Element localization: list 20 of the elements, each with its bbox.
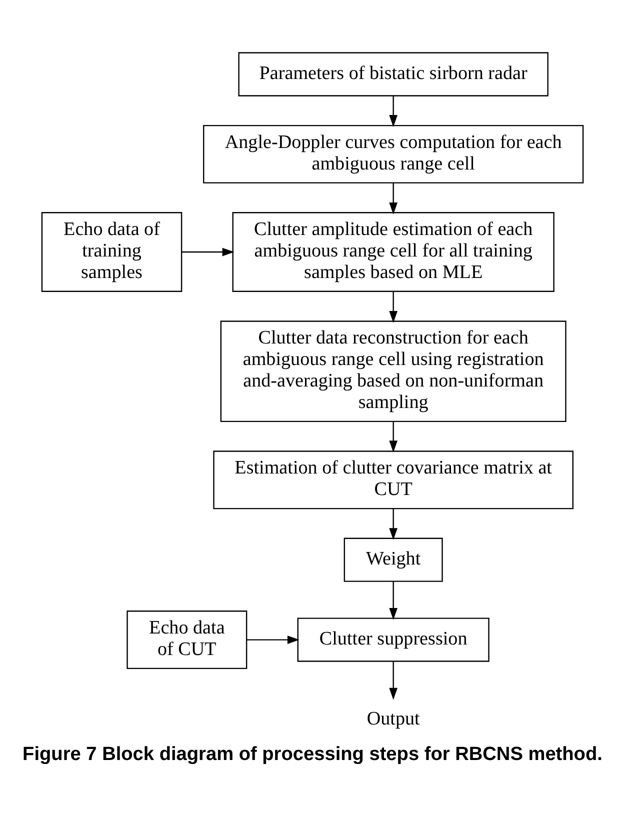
arrow xyxy=(389,422,398,453)
node-box: Estimation of clutter covariance matrix at CUT xyxy=(213,450,574,510)
arrow xyxy=(389,581,398,620)
node-box: Clutter amplitude estimation of each ambiguous range cell for all training samples based on MLE xyxy=(232,212,554,292)
node-box: Clutter data reconstruction for each ambiguous range cell using registration and-averaging based on non-uniforman sampling xyxy=(220,320,566,422)
arrow xyxy=(389,183,398,214)
arrow xyxy=(246,636,300,644)
arrow xyxy=(389,96,398,127)
arrow xyxy=(182,248,234,256)
node-box: Angle-Doppler curves computation for each ambiguous range cell xyxy=(203,124,584,184)
node-box: Parameters of bistatic sirborn radar xyxy=(238,52,548,96)
arrow xyxy=(389,661,398,700)
node-box: Weight xyxy=(344,538,443,582)
caption: Figure 7 Block diagram of processing steps for RBCNS method. xyxy=(22,744,602,766)
node-text: Output xyxy=(366,708,420,730)
node-box: Echo data of CUT xyxy=(126,610,248,670)
arrow xyxy=(389,292,398,323)
arrow xyxy=(389,508,398,540)
node-box: Echo data of training samples xyxy=(41,212,182,292)
node-box: Clutter suppression xyxy=(297,618,490,662)
